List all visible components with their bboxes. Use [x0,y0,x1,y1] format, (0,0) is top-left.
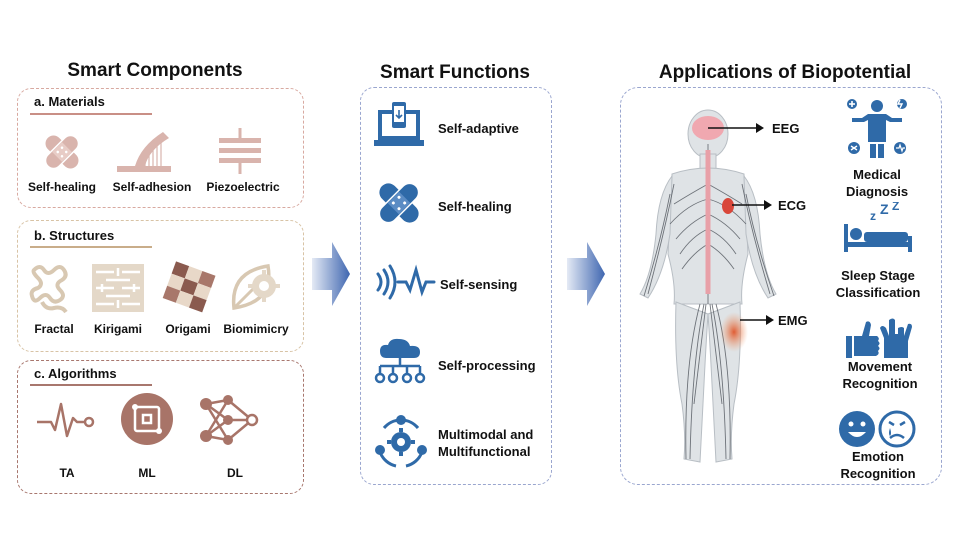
algorithms-underline [30,384,152,386]
functions-box [360,87,552,485]
leaf-gear-icon [228,262,282,314]
materials-item: Self-adhesion [112,180,192,194]
svg-text:Z: Z [892,202,899,213]
function-item: Multimodal and Multifunctional [438,427,534,459]
svg-text:Z: Z [880,202,889,217]
application-item: Sleep Stage Classification [835,268,921,300]
emg-pointer [740,314,774,326]
signal-label: EMG [778,313,808,328]
function-item: Self-adaptive [438,121,519,136]
materials-box [17,88,304,208]
structures-item: Origami [165,322,211,336]
structures-item: Biomimicry [223,322,289,336]
algorithms-box [17,360,304,494]
function-item: Self-healing [438,199,512,214]
kirigami-icon [92,264,144,312]
flow-arrow [312,240,352,308]
bandage-icon [372,178,426,228]
structures-item: Kirigami [93,322,142,336]
ml-icon [120,392,174,446]
laptop-icon [372,100,426,152]
algorithms-heading: c. Algorithms [34,366,117,381]
structures-underline [30,246,152,248]
neural-network-icon [198,394,260,446]
functions-title: Smart Functions [380,62,530,83]
structures-item: Fractal [34,322,74,336]
origami-icon [160,260,216,314]
eeg-pointer [708,122,764,134]
algorithms-item: TA [59,466,75,480]
application-item: Movement Recognition [842,359,918,391]
applications-box [620,87,942,485]
cloud-network-icon [372,336,430,386]
function-item: Self-sensing [440,277,518,292]
materials-underline [30,113,152,115]
materials-item: Self-healing [27,180,96,194]
algorithms-item: ML [138,466,156,480]
signal-label: EEG [772,121,800,136]
bandage-icon [38,130,86,174]
materials-heading: a. Materials [34,94,105,109]
application-item: Emotion Recognition [840,449,916,481]
structures-box [17,220,304,352]
piezoelectric-icon [215,128,265,174]
waveform-icon [35,400,95,440]
medical-diagnosis-icon [846,96,908,160]
structures-heading: b. Structures [34,228,115,243]
materials-item: Piezoelectric [206,180,280,194]
sleep-bed-icon: z Z Z [842,202,914,254]
fractal-icon [28,262,80,314]
application-item: Medical Diagnosis [845,167,909,199]
flow-arrow [567,240,607,308]
function-item: Self-processing [438,358,536,373]
human-body-figure [630,104,780,474]
signal-wave-icon [372,262,436,302]
applications-title: Applications of Biopotential [658,62,912,83]
ecg-pointer [732,199,772,211]
hand-gesture-icon [844,318,912,362]
svg-text:z: z [870,209,876,223]
signal-label: ECG [778,198,807,213]
adhesion-icon [115,128,173,174]
gear-people-icon [372,414,430,470]
emotion-faces-icon [838,408,916,450]
components-title: Smart Components [67,60,243,81]
algorithms-item: DL [227,466,243,480]
